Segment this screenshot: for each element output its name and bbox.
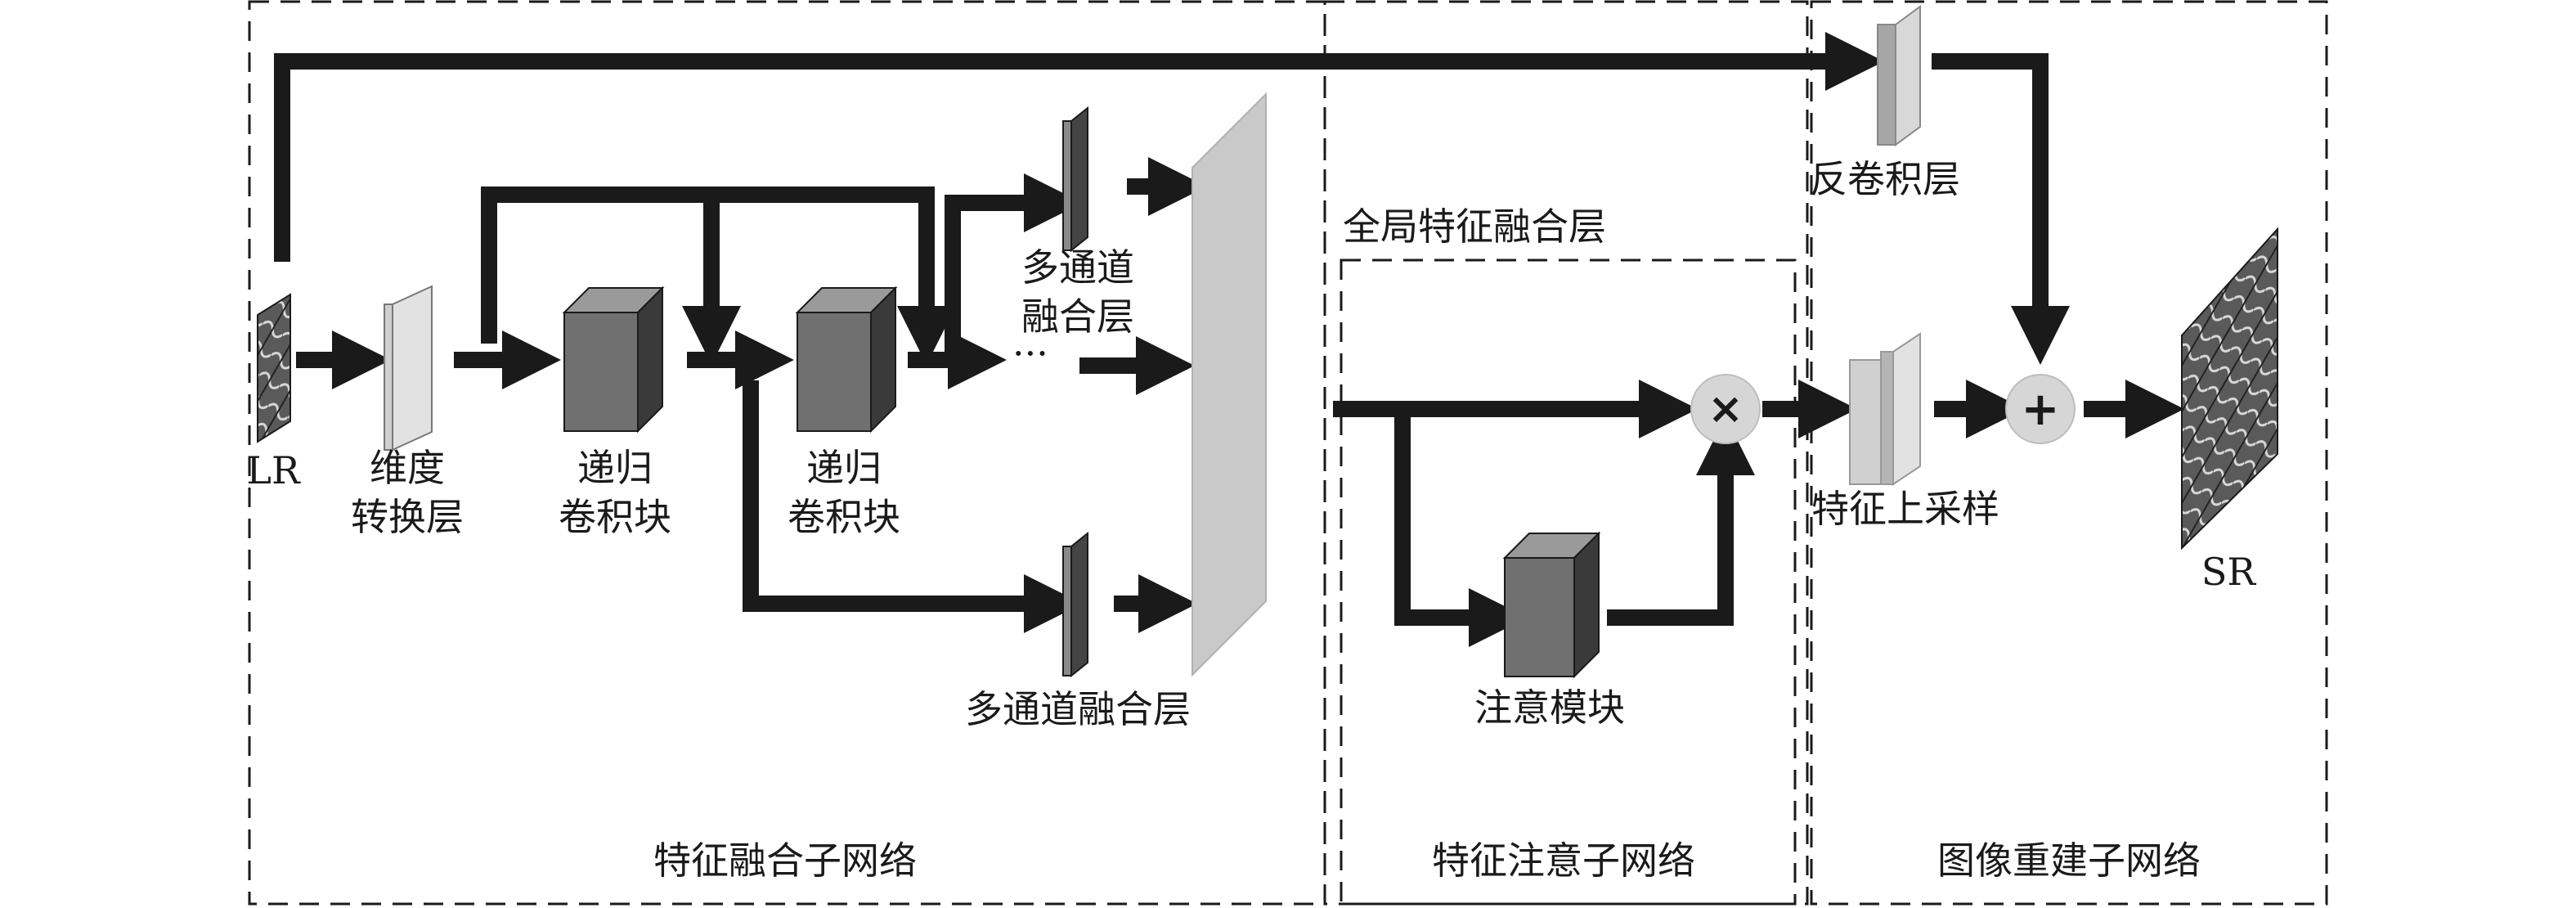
rcb1-label-line2: 卷积块 xyxy=(559,495,671,539)
dim-label-line1: 维度 xyxy=(370,446,445,490)
attention-block xyxy=(1502,531,1601,679)
to-attention-arrow xyxy=(1394,409,1528,647)
image-reconstruction-title: 图像重建子网络 xyxy=(1937,838,2201,883)
lr-label: LR xyxy=(246,448,300,492)
recursive-block-2 xyxy=(795,285,898,434)
global-fusion-box xyxy=(1340,258,1797,906)
feature-fusion-title: 特征融合子网络 xyxy=(653,838,917,883)
rcb2-label-line1: 递归 xyxy=(806,446,882,490)
mc-fusion-bottom-slab xyxy=(1062,531,1088,678)
ellipsis-label: ··· xyxy=(1012,331,1048,375)
rcb2-label-line2: 卷积块 xyxy=(788,495,900,539)
mc-top-label-line2: 融合层 xyxy=(1021,294,1134,339)
fan-to-mc-top-arrow xyxy=(945,173,1083,360)
multiply-icon: × xyxy=(1708,384,1744,434)
dim-label-line2: 转换层 xyxy=(351,495,464,539)
sr-image xyxy=(2181,227,2278,551)
deconv-to-add-arrow xyxy=(1932,53,2070,365)
attention-to-multiply-arrow xyxy=(1607,416,1755,626)
connections xyxy=(274,32,2184,647)
global-fusion-panel xyxy=(1192,92,1267,677)
mc-bottom-label: 多通道融合层 xyxy=(965,687,1191,731)
upsample-slab xyxy=(1849,332,1921,486)
global-fusion-label: 全局特征融合层 xyxy=(1343,205,1606,249)
section-boxes xyxy=(248,0,2328,906)
sr-label: SR xyxy=(2201,550,2256,594)
multiply-node: × xyxy=(1690,374,1761,444)
recursive-block-1 xyxy=(562,285,665,434)
feature-attention-box xyxy=(1323,0,1809,906)
upsample-label: 特征上采样 xyxy=(1811,487,1999,531)
add-node: + xyxy=(2005,374,2076,444)
image-reconstruction-box xyxy=(1810,0,2328,906)
feature-attention-title: 特征注意子网络 xyxy=(1432,838,1695,883)
skip-to-deconv-arrow xyxy=(274,32,1884,262)
deconv-label: 反卷积层 xyxy=(1810,157,1960,201)
mc-top-label-line1: 多通道 xyxy=(1021,245,1134,290)
lr-image xyxy=(257,293,291,443)
plus-icon: + xyxy=(2022,383,2060,436)
rcb1-label-line1: 递归 xyxy=(577,446,653,490)
attention-label: 注意模块 xyxy=(1474,685,1625,730)
mc-fusion-top-slab xyxy=(1062,106,1088,253)
rcb1-to-mc-bottom-arrow xyxy=(743,380,1083,633)
deconv-slab xyxy=(1877,5,1921,146)
dim-conversion-layer xyxy=(384,285,433,452)
